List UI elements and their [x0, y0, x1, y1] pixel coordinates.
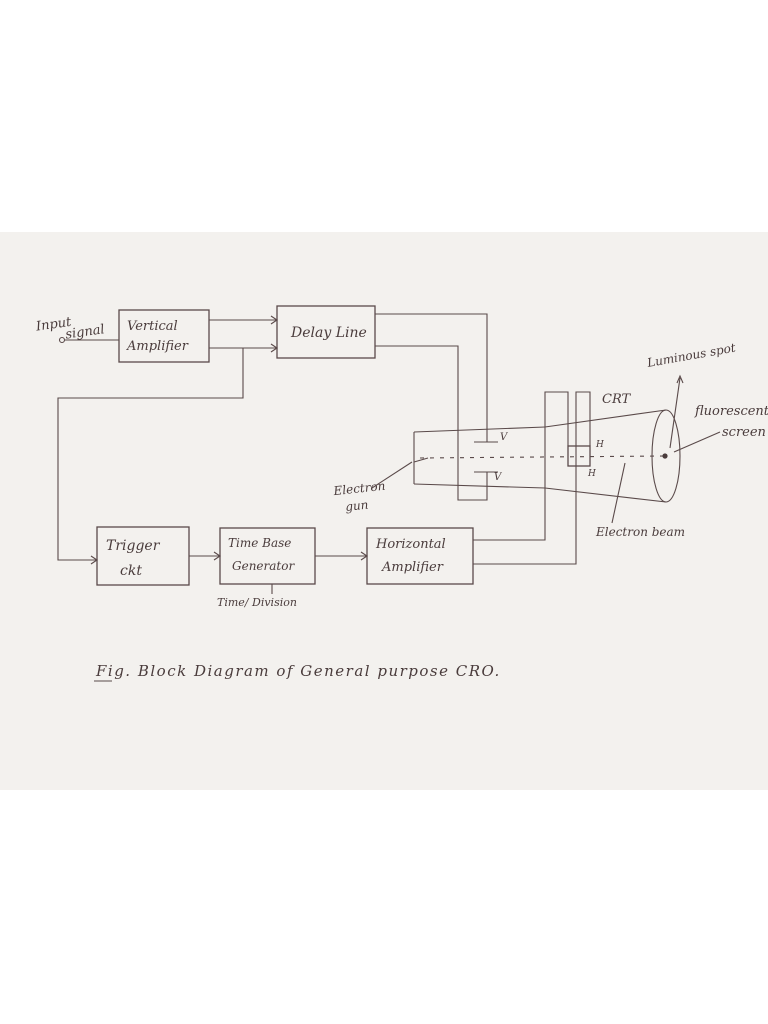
horizontal-amplifier-block	[366, 527, 474, 585]
electron-beam-label: Electron beam	[595, 525, 685, 539]
vertical-amplifier-block	[118, 309, 210, 363]
fluorescent-screen-pointer	[673, 431, 721, 453]
crt-funnel-top	[544, 409, 667, 428]
trigger-circuit-label: Trigger ckt	[106, 538, 164, 579]
fluorescent-screen-label: fluorescent screen	[694, 404, 768, 440]
wire-delay-to-v-plate-bottom	[375, 345, 488, 501]
vertical-amplifier-label: Vertical Amplifier	[126, 319, 189, 354]
wire-delay-to-v-plate-top	[375, 313, 488, 442]
electron-gun	[413, 457, 429, 463]
wire-hamp-to-h-plate-left	[473, 391, 569, 541]
h-plate-bottom-label: H	[587, 469, 596, 479]
crt-neck-bottom	[413, 483, 546, 489]
time-base-generator-label: Time Base Generator	[228, 536, 295, 573]
crt-funnel-bottom	[544, 487, 667, 503]
horizontal-amplifier-label: Horizontal Amplifier	[375, 537, 450, 575]
v-plate-top-label: V	[500, 432, 509, 443]
v-plate-bottom-label: V	[494, 472, 503, 483]
electron-beam-path	[419, 455, 665, 459]
trigger-circuit-block	[96, 526, 190, 586]
wire-vamp-to-trigger	[57, 348, 244, 561]
luminous-spot-label: Luminous spot	[645, 341, 737, 371]
input-terminal	[58, 336, 66, 344]
electron-gun-label: Electron gun	[332, 478, 392, 515]
paper-sheet	[0, 232, 768, 790]
time-division-label: Time/ Division	[217, 596, 297, 609]
h-plates	[567, 445, 591, 467]
wire-hamp-to-h-plate-right	[473, 391, 591, 565]
input-signal-label: Input signal	[34, 310, 106, 346]
electron-gun-pointer	[371, 461, 413, 489]
crt-neck-top	[413, 426, 546, 433]
delay-line-label: Delay Line	[290, 325, 367, 341]
luminous-spot-pointer	[669, 377, 681, 449]
h-plate-top-label: H	[595, 440, 604, 450]
luminous-spot	[662, 453, 668, 459]
electron-beam-pointer	[611, 462, 626, 524]
delay-line-block	[276, 305, 376, 359]
luminous-spot-pointer-tip	[676, 374, 684, 384]
figure-caption: Fig. Block Diagram of General purpose CR…	[95, 662, 501, 680]
crt-label: CRT	[602, 392, 632, 407]
